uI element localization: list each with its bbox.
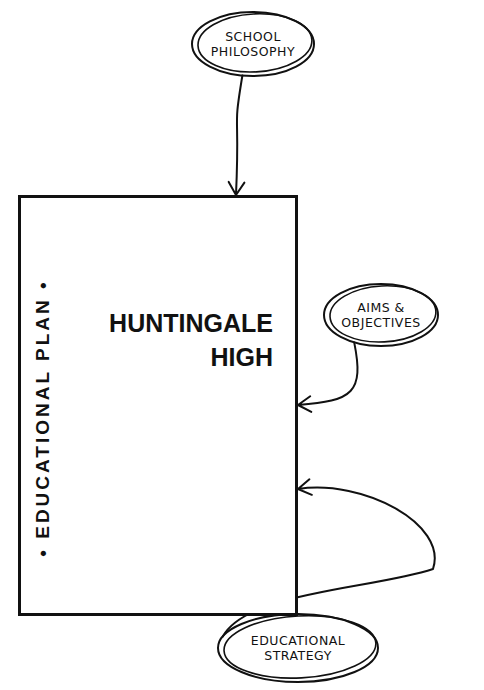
spine-title: • EDUCATIONAL PLAN • xyxy=(28,248,58,588)
label-oval: SCHOOL PHILOSOPHY xyxy=(190,10,316,78)
school-name: HUNTINGALE HIGH xyxy=(101,306,273,374)
oval-stroke xyxy=(329,283,438,344)
oval-label: AIMS & OBJECTIVES xyxy=(337,300,425,330)
oval-label: EDUCATIONAL STRATEGY xyxy=(239,633,357,663)
label-oval: AIMS & OBJECTIVES xyxy=(322,282,440,348)
oval-stroke xyxy=(222,612,377,682)
oval-stroke xyxy=(324,284,438,346)
oval-stroke xyxy=(197,11,314,75)
oval-stroke xyxy=(218,614,378,682)
label-oval: EDUCATIONAL STRATEGY xyxy=(216,612,380,684)
curved-arrow xyxy=(229,76,245,196)
curved-arrow xyxy=(298,342,358,412)
oval-label: SCHOOL PHILOSOPHY xyxy=(207,29,299,59)
plan-book: • EDUCATIONAL PLAN • HUNTINGALE HIGH xyxy=(18,195,298,616)
